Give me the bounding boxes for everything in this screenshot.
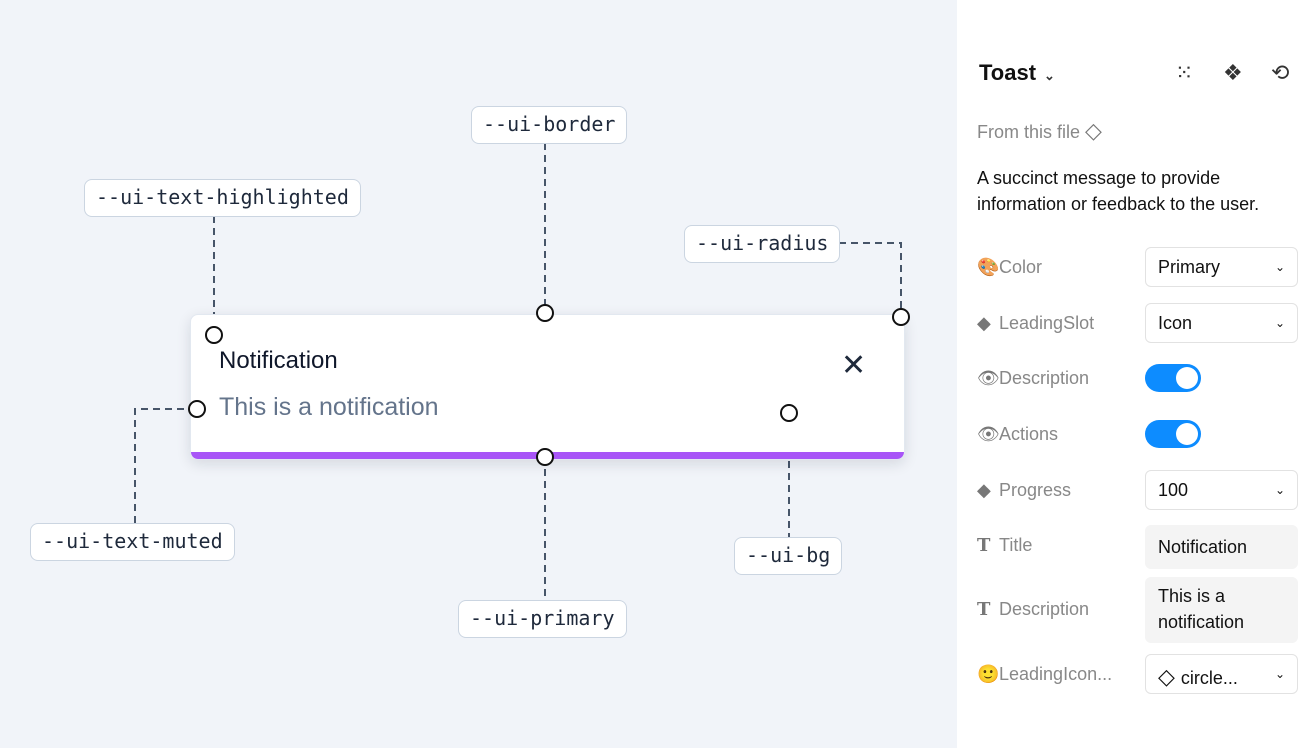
chevron-down-icon: ⌄ — [1044, 68, 1055, 83]
diamond-outline-icon: ◇ — [1158, 664, 1175, 689]
source-info: From this file ◇ — [977, 118, 1102, 144]
text-icon: T — [977, 599, 991, 620]
palette-icon: 🎨 — [977, 257, 1000, 277]
color-select[interactable]: Primary⌄ — [1145, 247, 1298, 287]
title-input[interactable]: Notification — [1145, 525, 1298, 569]
anchor-primary — [536, 448, 554, 466]
description-input[interactable]: This is a notification — [1145, 577, 1298, 643]
diamond-outline-icon: ◇ — [1085, 118, 1102, 143]
anchor-text-highlighted — [205, 326, 223, 344]
prop-actions-toggle: 👁Actions — [977, 414, 1307, 454]
anchor-radius — [892, 308, 910, 326]
design-canvas[interactable]: Notification This is a notification ✕ --… — [0, 0, 957, 748]
description-toggle[interactable] — [1145, 364, 1201, 392]
smiley-icon: 🙂 — [977, 664, 1000, 684]
properties-panel: Toast ⌄ ⁙ ❖ ⟲ From this file ◇ A succinct… — [957, 0, 1312, 748]
actions-toggle[interactable] — [1145, 420, 1201, 448]
close-icon[interactable]: ✕ — [841, 349, 867, 382]
anchor-bg — [780, 404, 798, 422]
anchor-points — [188, 304, 910, 466]
diamond-icon: ◆ — [977, 480, 991, 500]
chevron-down-icon: ⌄ — [1274, 667, 1285, 681]
source-text: From this file — [977, 122, 1081, 142]
diamond-icon: ◆ — [977, 313, 991, 333]
token-label-primary: --ui-primary — [458, 600, 627, 638]
component-name: Toast — [979, 60, 1037, 85]
anchor-border — [536, 304, 554, 322]
progress-select[interactable]: 100⌄ — [1145, 470, 1298, 510]
anchor-text-muted — [188, 400, 206, 418]
component-icon[interactable]: ❖ — [1223, 60, 1243, 85]
reset-icon[interactable]: ⟲ — [1271, 60, 1290, 85]
leadingslot-select[interactable]: Icon⌄ — [1145, 303, 1298, 343]
prop-description-toggle: 👁Description — [977, 358, 1307, 398]
chevron-down-icon: ⌄ — [1274, 483, 1285, 497]
toast-description: This is a notification — [219, 393, 439, 421]
prop-leadingicon: 🙂LeadingIcon...◇circle...⌄ — [977, 654, 1307, 694]
grid-select-icon[interactable]: ⁙ — [1175, 60, 1194, 85]
token-label-text-highlighted: --ui-text-highlighted — [84, 179, 361, 217]
token-label-bg: --ui-bg — [734, 537, 843, 575]
token-label-border: --ui-border — [471, 106, 628, 144]
eye-icon: 👁 — [977, 424, 1000, 444]
token-label-text-muted: --ui-text-muted — [30, 523, 235, 561]
chevron-down-icon: ⌄ — [1274, 260, 1285, 274]
token-label-radius: --ui-radius — [684, 225, 841, 263]
component-description: A succinct message to provide informatio… — [977, 168, 1260, 214]
toast-title: Notification — [219, 347, 338, 374]
chevron-down-icon: ⌄ — [1274, 316, 1285, 330]
eye-icon: 👁 — [977, 368, 1000, 388]
leadingicon-select[interactable]: ◇circle...⌄ — [1145, 654, 1298, 694]
component-name-dropdown[interactable]: Toast ⌄ — [979, 60, 1055, 86]
text-icon: T — [977, 535, 991, 556]
